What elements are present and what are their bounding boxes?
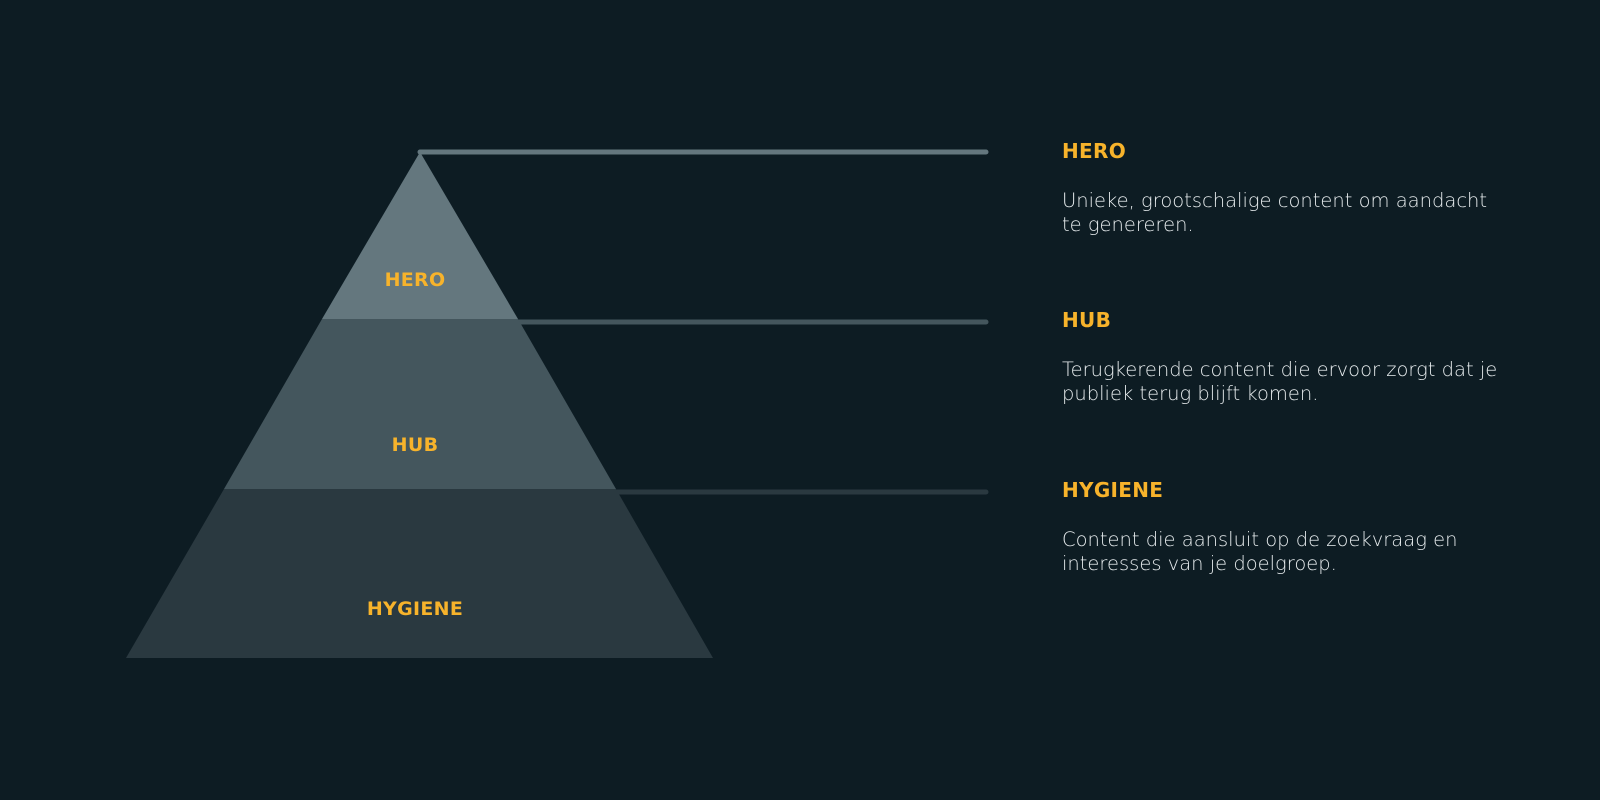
pyramid-tier-hero [322,152,518,319]
tier-label-hub: HUB [391,434,439,456]
legend-title-hub: HUB [1062,308,1112,332]
legend-item-hygiene: HYGIENE Content die aansluit op de zoekv… [1062,478,1502,576]
pyramid-tier-hub [224,319,616,489]
pyramid-tier-hygiene [126,489,713,658]
legend-description-hub: Terugkerende content die ervoor zorgt da… [1062,358,1498,405]
legend-item-hub: HUB Terugkerende content die ervoor zorg… [1062,308,1502,406]
legend-title-hygiene: HYGIENE [1062,478,1164,502]
legend-description-hero: Unieke, grootschalige content om aandach… [1062,189,1488,236]
tier-label-hygiene: HYGIENE [366,598,464,620]
legend-item-hero: HERO Unieke, grootschalige content om aa… [1062,139,1502,237]
tier-label-hero: HERO [384,269,446,291]
legend-description-hygiene: Content die aansluit op de zoekvraag en … [1062,528,1458,575]
legend-title-hero: HERO [1062,139,1127,163]
